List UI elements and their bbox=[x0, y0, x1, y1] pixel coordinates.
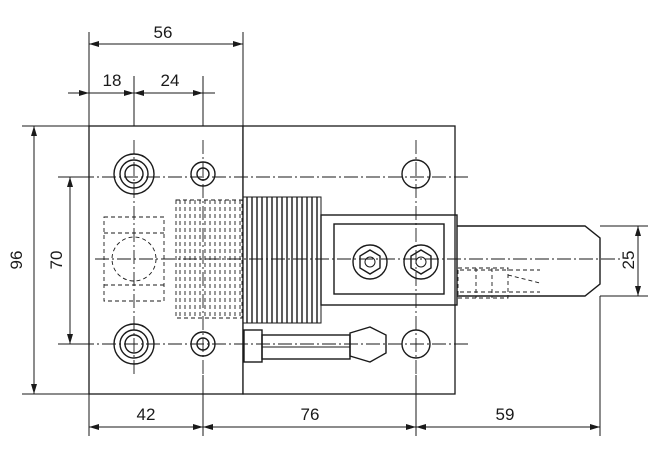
load-shaft bbox=[457, 225, 601, 299]
through-hole-top-left bbox=[190, 161, 216, 187]
through-hole-bottom-right bbox=[401, 329, 431, 359]
dim-label-thickness: 25 bbox=[619, 251, 638, 270]
dim-label-left-offset: 18 bbox=[103, 71, 122, 90]
extension-lines bbox=[22, 32, 648, 436]
dim-thickness bbox=[635, 226, 641, 296]
sensor-arm bbox=[320, 214, 458, 306]
hidden-sensor-body bbox=[103, 216, 165, 302]
dim-inner-height bbox=[67, 177, 73, 344]
bellows-hidden bbox=[175, 199, 243, 319]
counterbored-hole-bottom bbox=[113, 323, 155, 365]
counterbored-hole-top bbox=[113, 153, 155, 195]
dim-base-row bbox=[89, 424, 600, 430]
dim-total-height bbox=[31, 126, 37, 394]
dim-label-inner-height: 70 bbox=[47, 251, 66, 270]
dim-label-total-width: 56 bbox=[154, 23, 173, 42]
bellows-visible bbox=[242, 196, 322, 324]
dim-label-base-middle: 76 bbox=[301, 405, 320, 424]
center-lines bbox=[80, 140, 620, 375]
cable-gland bbox=[243, 326, 387, 363]
through-hole-top-right bbox=[401, 159, 431, 189]
right-mounting-plate bbox=[242, 125, 456, 395]
hex-bolt-left bbox=[352, 244, 388, 280]
through-hole-bottom-left bbox=[190, 331, 216, 357]
dim-label-total-height: 96 bbox=[7, 251, 26, 270]
dim-label-hole-spacing: 24 bbox=[161, 71, 180, 90]
dim-label-base-right: 59 bbox=[496, 405, 515, 424]
dim-label-base-left: 42 bbox=[137, 405, 156, 424]
hex-bolt-right bbox=[403, 244, 439, 280]
dim-total-width bbox=[89, 41, 243, 47]
dim-left-offset bbox=[68, 90, 215, 96]
